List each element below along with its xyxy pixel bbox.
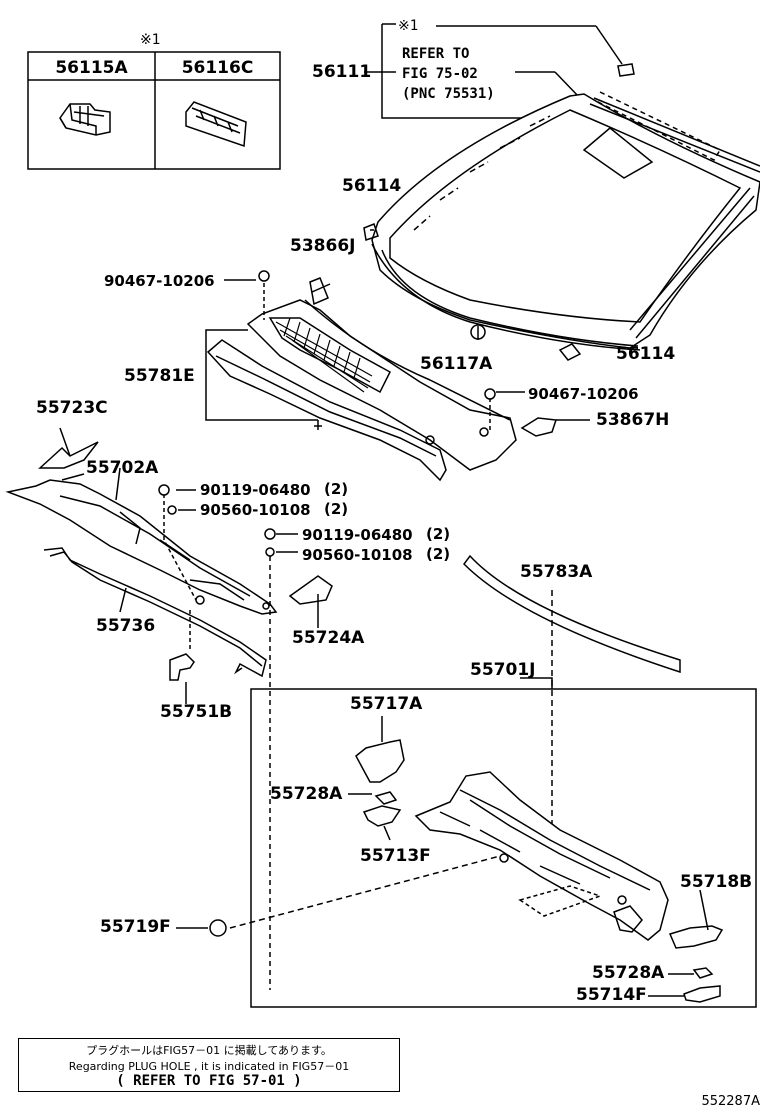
label-56117a: 56117A (420, 354, 493, 374)
reference-table (27, 51, 281, 170)
qty-90560-10108-a: (2) (324, 500, 349, 518)
table-mark: ※1 (140, 32, 161, 48)
label-55724a: 55724A (292, 628, 365, 648)
refer-line1: REFER TO (402, 46, 470, 62)
label-55723c: 55723C (36, 398, 108, 418)
refer-box (364, 23, 635, 119)
table-col-56116c: 56116C (181, 58, 254, 78)
label-90467-10206-right: 90467-10206 (528, 385, 639, 403)
qty-90119-06480-b: (2) (426, 525, 451, 543)
assembly-box-55701j (250, 688, 757, 1008)
clip-56116c-icon (185, 101, 247, 148)
cowl-brace-parts (5, 441, 333, 681)
label-90119-06480-a: 90119-06480 (200, 481, 311, 499)
label-90560-10108-a: 90560-10108 (200, 501, 311, 519)
label-55717a: 55717A (350, 694, 423, 714)
qty-90119-06480-a: (2) (324, 480, 349, 498)
label-55783a: 55783A (520, 562, 593, 582)
qty-90560-10108-b: (2) (426, 545, 451, 563)
windshield-glass (363, 91, 760, 361)
refer-mark: ※1 (398, 18, 419, 34)
label-55751b: 55751B (160, 702, 233, 722)
label-55736: 55736 (96, 616, 156, 636)
label-55702a: 55702A (86, 458, 159, 478)
label-90560-10108-b: 90560-10108 (302, 546, 413, 564)
note-japanese: プラグホールはFIG57－01 に掲載してあります。 (86, 1044, 332, 1057)
label-90119-06480-b: 90119-06480 (302, 526, 413, 544)
label-55728a-top: 55728A (270, 784, 343, 804)
clip-56115a-icon (59, 103, 111, 136)
label-53867h: 53867H (596, 410, 670, 430)
label-55719f: 55719F (100, 917, 171, 937)
plug-hole-note: プラグホールはFIG57－01 に掲載してあります。 Regarding PLU… (18, 1038, 400, 1092)
note-reference: ( REFER TO FIG 57-01 ) (116, 1073, 302, 1089)
label-55713f: 55713F (360, 846, 431, 866)
note-english: Regarding PLUG HOLE , it is indicated in… (68, 1060, 350, 1073)
label-53866j: 53866J (290, 236, 356, 256)
label-55781e: 55781E (124, 366, 195, 386)
label-55701j: 55701J (470, 660, 536, 680)
figure-id: 552287A (701, 1094, 760, 1109)
label-56111: 56111 (312, 62, 372, 82)
cowl-top-panel (206, 277, 517, 482)
refer-line3: (PNC 75531) (402, 86, 495, 102)
cowl-panel-assembly (414, 771, 669, 941)
refer-line2: FIG 75-02 (402, 66, 478, 82)
label-56114-top: 56114 (342, 176, 402, 196)
table-col-56115a: 56115A (55, 58, 128, 78)
label-55718b: 55718B (680, 872, 753, 892)
label-90467-10206-left: 90467-10206 (104, 272, 215, 290)
seal-55783a (463, 554, 681, 674)
label-55728a-bottom: 55728A (592, 963, 665, 983)
label-56114-bottom: 56114 (616, 344, 676, 364)
label-55714f: 55714F (576, 985, 647, 1005)
